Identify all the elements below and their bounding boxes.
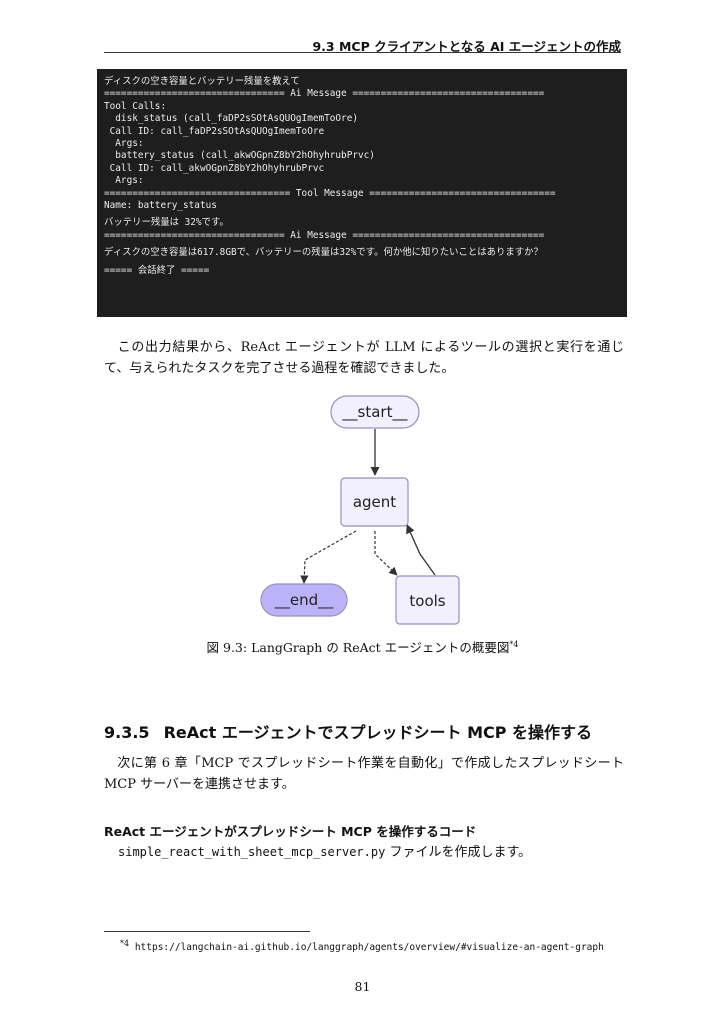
terminal-line: battery_status (call_akwOGpnZ8bY2hOhyhru… xyxy=(104,150,375,162)
edge-agent-tools xyxy=(374,531,398,576)
node-agent xyxy=(340,477,409,527)
body-paragraph-1: この出力結果から、ReAct エージェントが LLM によるツールの選択と実行を… xyxy=(104,340,624,376)
terminal-line: Tool Calls: xyxy=(104,100,167,112)
section-heading: 9.3.5 ReAct エージェントでスプレッドシート MCP を操作する xyxy=(104,719,592,743)
terminal-line: バッテリー残量は 32%です。 xyxy=(104,217,229,229)
node-tools xyxy=(395,575,460,625)
node-start-label: __start__ xyxy=(342,403,408,422)
section-title: ReAct エージェントでスプレッドシート MCP を操作する xyxy=(163,723,593,742)
terminal-line: disk_status (call_faDP2sSOtAsQUOgImemToO… xyxy=(104,113,358,125)
langgraph-diagram: __start__ agent __end__ tools xyxy=(260,395,460,625)
node-tools-label: tools xyxy=(409,592,445,610)
terminal-line: Call ID: call_faDP2sSOtAsQUOgImemToOre xyxy=(104,125,325,137)
header-rule xyxy=(104,52,621,53)
node-end-label: __end__ xyxy=(274,591,334,610)
terminal-line: ================================= Tool M… xyxy=(104,187,556,199)
terminal-line: ディスクの空き容量とバッテリー残量を教えて xyxy=(104,76,300,87)
terminal-output: ディスクの空き容量とバッテリー残量を教えて===================… xyxy=(97,69,627,317)
footnote-url[interactable]: https://langchain-ai.github.io/langgraph… xyxy=(134,942,604,954)
terminal-line: Args: xyxy=(104,175,144,187)
footnote-reference: *4 xyxy=(509,639,519,649)
node-agent-label: agent xyxy=(353,493,396,511)
footnote-rule xyxy=(104,931,310,932)
running-header: 9.3 MCP クライアントとなる AI エージェントの作成 xyxy=(312,39,621,54)
subsection-heading: ReAct エージェントがスプレッドシート MCP を操作するコード xyxy=(104,824,477,839)
figure-caption-text: 図 9.3: LangGraph の ReAct エージェントの概要図 xyxy=(206,640,510,655)
terminal-line: ===== 会話終了 ===== xyxy=(104,264,210,276)
filename-description: ファイルを作成します。 xyxy=(385,845,532,860)
body-paragraph-2: 次に第 6 章「MCP でスプレッドシート作業を自動化」で作成したスプレッドシー… xyxy=(104,756,624,792)
filename: simple_react_with_sheet_mcp_server.py xyxy=(118,845,386,859)
edge-tools-agent xyxy=(406,524,436,576)
terminal-line: Name: battery_status xyxy=(104,200,217,212)
footnote-mark: *4 xyxy=(120,939,130,948)
terminal-line: ================================ Ai Mess… xyxy=(104,88,545,100)
filename-line: simple_react_with_sheet_mcp_server.py ファ… xyxy=(118,841,531,860)
terminal-line: Args: xyxy=(104,138,144,150)
edge-agent-end xyxy=(300,530,357,584)
footnote: *4 https://langchain-ai.github.io/langgr… xyxy=(120,936,622,955)
figure-caption: 図 9.3: LangGraph の ReAct エージェントの概要図*4 xyxy=(104,637,621,656)
node-start xyxy=(330,395,420,429)
terminal-line: ================================ Ai Mess… xyxy=(104,229,545,241)
terminal-line: Call ID: call_akwOGpnZ8bY2hOhyhrubPrvc xyxy=(104,162,325,174)
page-number: 81 xyxy=(354,979,371,994)
node-end xyxy=(260,583,348,617)
terminal-line: ディスクの空き容量は617.8GBで、バッテリーの残量は32%です。何か他に知り… xyxy=(104,247,543,259)
section-number: 9.3.5 xyxy=(104,723,150,742)
